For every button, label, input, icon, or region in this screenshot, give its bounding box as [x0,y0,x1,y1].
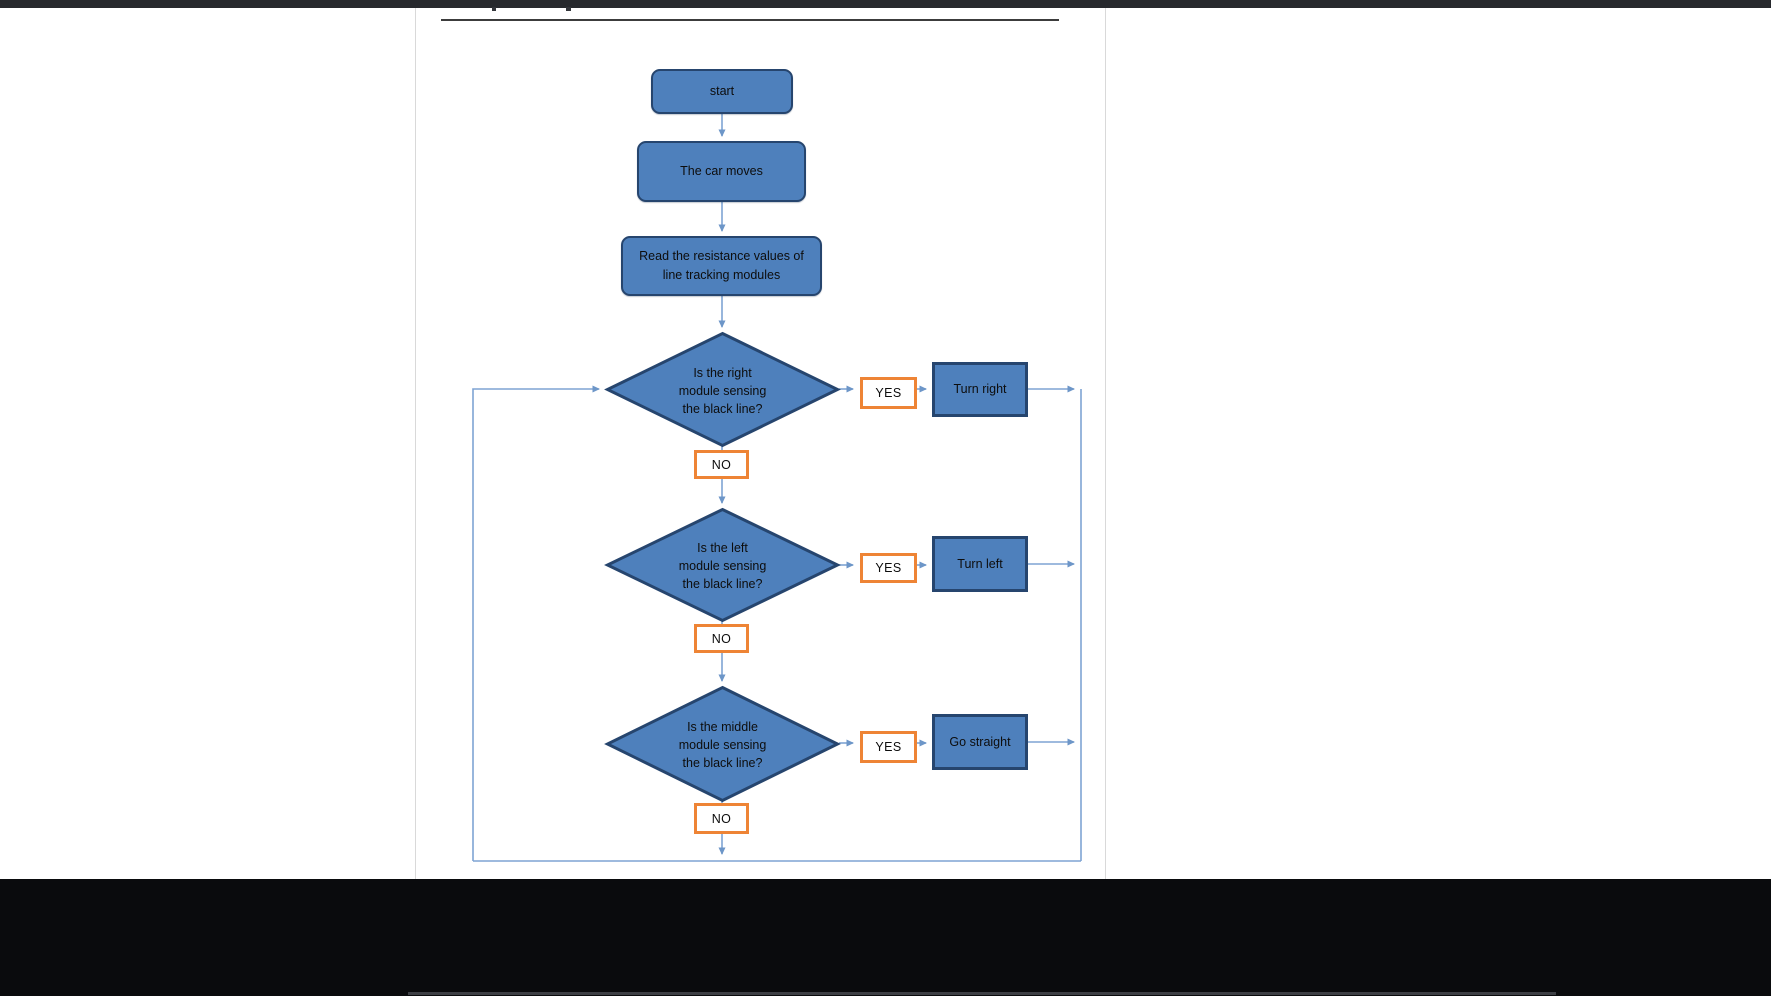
decision3-line3: the black line? [682,756,763,770]
no-tag-1: NO [694,450,749,479]
read-line-2: line tracking modules [662,268,781,282]
decision2-question: Is the left module sensing the black lin… [607,516,838,616]
decision2-line1: Is the left [697,541,748,555]
heading-underline [441,19,1059,21]
decision1-line3: the black line? [682,402,763,416]
decision3-question: Is the middle module sensing the black l… [607,695,838,795]
decision1-line1: Is the right [693,366,752,380]
clipped-heading-mark [566,7,571,11]
yes-tag-2-label: YES [875,561,902,575]
yes-tag-1-label: YES [875,386,902,400]
decision3-diamond-shape [604,685,841,803]
no-tag-3-label: NO [711,811,732,826]
decision2-line3: the black line? [682,577,763,591]
decision3-line2: module sensing [678,738,767,752]
flow-node-start-label: start [709,84,735,98]
decision1-diamond-shape [604,331,841,448]
no-tag-1-label: NO [711,457,732,472]
yes-tag-1: YES [860,377,917,409]
yes-tag-3-label: YES [875,740,902,754]
clipped-heading-mark [492,7,496,11]
bottom-edge-sliver [408,992,1556,995]
flow-node-car-moves: The car moves [637,141,806,202]
flow-node-turn-left: Turn left [932,536,1028,592]
flow-node-go-straight-label: Go straight [949,734,1011,749]
decision2-diamond-shape [604,507,841,623]
no-tag-3: NO [694,803,749,834]
decision2-line2: module sensing [678,559,767,573]
top-black-bar [0,0,1771,8]
decision1-question: Is the right module sensing the black li… [607,341,838,441]
flow-node-read-resistance: Read the resistance values of line track… [621,236,822,296]
yes-tag-3: YES [860,731,917,763]
flow-node-turn-right: Turn right [932,362,1028,417]
yes-tag-2: YES [860,553,917,583]
flow-node-car-moves-label: The car moves [680,164,763,178]
decision3-line1: Is the middle [687,720,758,734]
flow-node-go-straight: Go straight [932,714,1028,770]
page-left-edge [415,8,416,879]
page-right-edge [1105,8,1106,879]
flow-node-start: start [651,69,793,114]
loop-left-and-entry-arrow [472,385,600,861]
flow-node-turn-left-label: Turn left [957,556,1003,571]
read-line-1: Read the resistance values of [639,249,804,263]
no-tag-2: NO [694,624,749,653]
no-tag-2-label: NO [711,631,732,646]
decision1-line2: module sensing [678,384,767,398]
flow-node-read-text: Read the resistance values of line track… [639,247,804,285]
flow-node-turn-right-label: Turn right [953,382,1007,396]
bottom-black-bar [0,879,1771,996]
